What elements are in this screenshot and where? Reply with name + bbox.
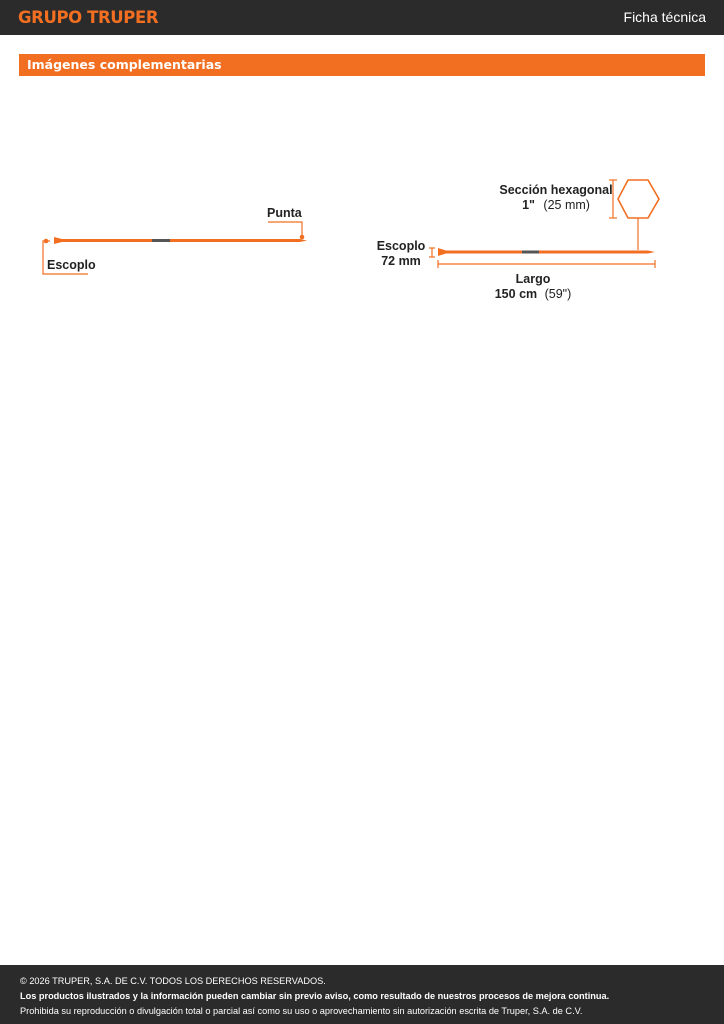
tip-dot-left bbox=[299, 234, 305, 240]
label-hex-size-inch: 1" bbox=[522, 198, 535, 212]
label-hex-line2: 1" (25 mm) bbox=[522, 196, 590, 213]
footer-notice: Los productos ilustrados y la informació… bbox=[20, 991, 610, 1001]
chisel-dot-left bbox=[43, 238, 49, 244]
brand-logo: GRUPO TRUPER bbox=[18, 8, 159, 27]
bar-band-left bbox=[152, 239, 170, 242]
label-chisel-left: Escoplo bbox=[47, 258, 96, 272]
label-length-line1: Largo bbox=[516, 272, 551, 286]
label-chisel-right-line1: Escoplo bbox=[377, 239, 426, 253]
section-header: Imágenes complementarias bbox=[19, 54, 705, 76]
bar-body-right bbox=[438, 248, 655, 256]
document-type: Ficha técnica bbox=[623, 9, 706, 25]
label-length-line2: 150 cm (59") bbox=[495, 285, 572, 302]
product-figures: Punta Escoplo Sección hexagonal bbox=[0, 160, 724, 320]
label-hex-size-mm: (25 mm) bbox=[543, 198, 590, 212]
bar-right-figure: Sección hexagonal 1" (25 mm) Escoplo 72 … bbox=[377, 179, 660, 302]
section-title: Imágenes complementarias bbox=[27, 57, 222, 72]
bar-left-figure: Punta Escoplo bbox=[42, 206, 307, 275]
label-chisel-right-line2: 72 mm bbox=[381, 254, 421, 268]
label-tip: Punta bbox=[267, 206, 303, 220]
label-length-cm: 150 cm bbox=[495, 287, 537, 301]
footer-legal: Prohibida su reproducción o divulgación … bbox=[20, 1006, 583, 1016]
hexagon-section-icon bbox=[617, 179, 660, 219]
bar-band-right bbox=[522, 250, 539, 254]
bar-body-left bbox=[54, 237, 307, 244]
tip-leader-left bbox=[268, 221, 303, 236]
label-length-inch: (59") bbox=[545, 287, 572, 301]
product-illustration: Punta Escoplo Sección hexagonal bbox=[42, 179, 660, 302]
header-bar: GRUPO TRUPER Ficha técnica bbox=[0, 0, 724, 35]
footer: © 2026 TRUPER, S.A. DE C.V. TODOS LOS DE… bbox=[0, 965, 724, 1024]
footer-copyright: © 2026 TRUPER, S.A. DE C.V. TODOS LOS DE… bbox=[20, 976, 326, 986]
label-hex-line1: Sección hexagonal bbox=[499, 183, 612, 197]
